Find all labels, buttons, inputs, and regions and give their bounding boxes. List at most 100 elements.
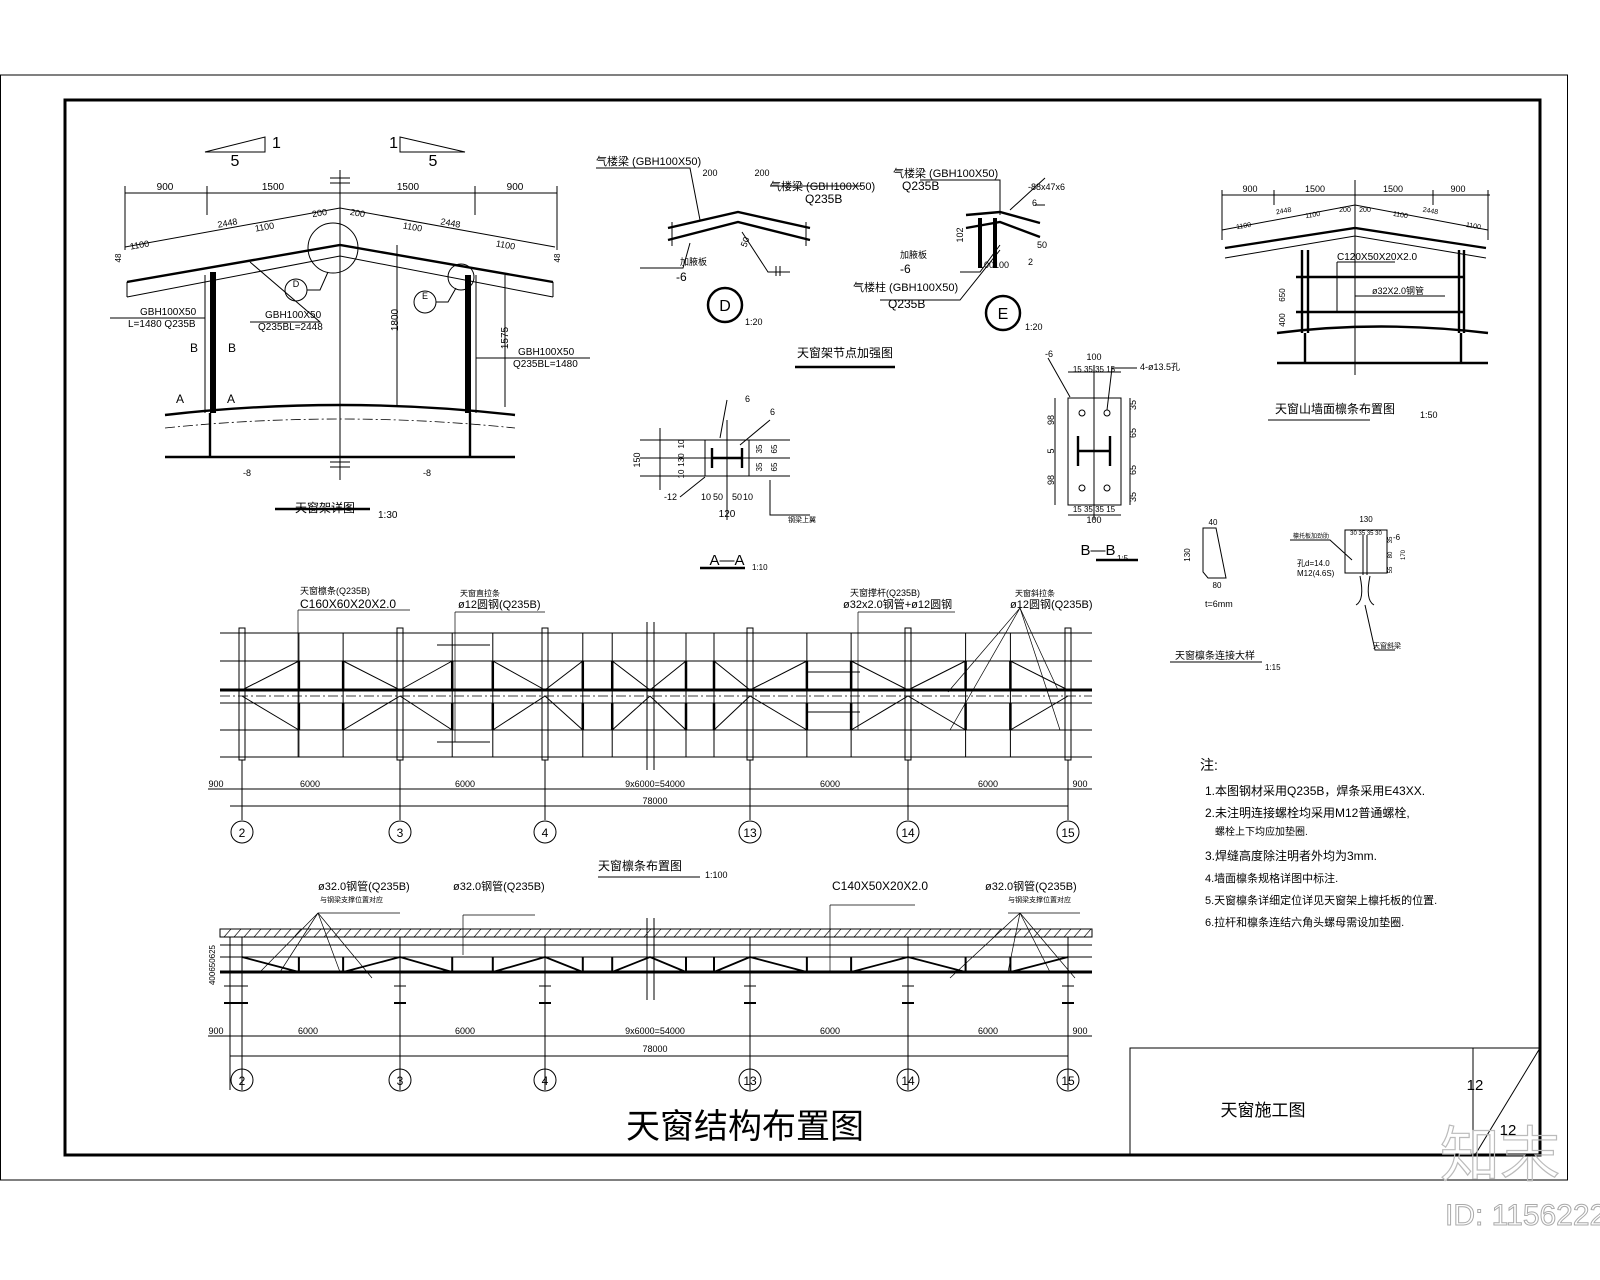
dim: 900 (1072, 1026, 1087, 1036)
hatch (953, 928, 962, 938)
note-item: 3.焊缝高度除注明者外均为3mm. (1205, 848, 1377, 863)
hatch (923, 928, 932, 938)
label: ø32X2.0钢管 (1372, 285, 1424, 296)
axis-number: 2 (239, 826, 246, 840)
label: ø32.0钢管(Q235B) (985, 879, 1077, 893)
dim: 9x6000=54000 (625, 1026, 685, 1036)
dim: 1100 (254, 220, 275, 233)
brace (649, 660, 687, 691)
hatch (1023, 928, 1032, 938)
dim: 2448 (217, 216, 238, 229)
brace (611, 956, 651, 973)
callout-e: E (422, 291, 428, 301)
axis-number: 3 (397, 826, 404, 840)
plate: -8 (243, 468, 251, 478)
axis-number: 3 (397, 1074, 404, 1088)
note-item: 2.未注明连接螺栓均采用M12普通螺栓, (1205, 805, 1410, 820)
label: 天窗直拉条 (460, 588, 500, 598)
dim: 78000 (642, 1044, 667, 1054)
brace (399, 660, 453, 691)
section-title: A—A (709, 552, 744, 569)
brace (850, 660, 909, 691)
gable-purlin-layout (1221, 180, 1490, 421)
callout-e (984, 294, 1022, 332)
brace (342, 695, 401, 731)
hatch (313, 928, 322, 938)
hatch (853, 928, 862, 938)
hatch (973, 928, 982, 938)
hatch (933, 928, 942, 938)
watermark-id: ID: 1156222210 (1445, 1199, 1600, 1232)
dim: 1100 (402, 220, 423, 233)
leader (1019, 607, 1061, 731)
hatch (773, 928, 782, 938)
dim: 1100 (1392, 211, 1408, 221)
label: 与钢梁支撑位置对应 (320, 895, 383, 904)
slope-triangle-right (399, 136, 466, 153)
leader (317, 912, 341, 973)
label: -88x47x6 (1028, 182, 1065, 192)
brace (241, 956, 300, 973)
label: 气楼梁 (GBH100X50) (770, 179, 875, 193)
dim: 9x6000=54000 (625, 779, 685, 789)
dim: 900 (208, 779, 223, 789)
hatch (223, 928, 232, 938)
scale: 1:15 (1265, 663, 1281, 672)
label: C160X60X20X2.0 (300, 597, 396, 611)
brace (611, 695, 651, 731)
hatch (443, 928, 452, 938)
hatch (1063, 928, 1072, 938)
dim: 200 (1339, 207, 1351, 214)
skylight-purlin-elevation (208, 904, 1093, 1092)
leader (259, 912, 319, 973)
leader (317, 912, 373, 979)
axis-bubble (896, 820, 920, 844)
brace (749, 956, 808, 973)
leader (949, 912, 1021, 979)
dim: 50 (713, 492, 723, 502)
brace (492, 956, 546, 973)
leader (1019, 912, 1076, 979)
hatch (833, 928, 842, 938)
dim: 200 (349, 207, 366, 219)
dim: 130 (1359, 515, 1373, 524)
dim: 5 (1046, 448, 1056, 453)
dim: 2448 (1275, 207, 1292, 217)
hatch (373, 928, 382, 938)
hatch (433, 928, 442, 938)
dim: 80 (1388, 551, 1394, 558)
leader (1019, 607, 1059, 691)
label: -6 (900, 262, 911, 276)
note-item: 4.墙面檩条规格详图中标注. (1205, 871, 1338, 885)
plate: -6 (1045, 349, 1053, 359)
label: t=6mm (1205, 599, 1233, 609)
hatch (423, 928, 432, 938)
hatch (1003, 928, 1012, 938)
hatch (503, 928, 512, 938)
dim-height: 1800 (390, 308, 401, 331)
hatch (573, 928, 582, 938)
brace (713, 660, 751, 691)
callout-e-letter: E (998, 306, 1009, 323)
label: 天窗斜拉条 (1015, 588, 1055, 598)
dim: 10 (677, 439, 686, 448)
axis-number: 15 (1061, 826, 1075, 840)
scale: 1:50 (1420, 410, 1438, 420)
label: 加腋板 (900, 249, 927, 260)
dim: 200 (702, 168, 717, 178)
dim: 65 (770, 462, 779, 471)
dim: 2448 (440, 216, 461, 229)
scale: 1:100 (705, 870, 728, 880)
dim: 650 (1278, 288, 1287, 302)
section-b-b (1047, 357, 1138, 562)
hatch (593, 928, 602, 938)
hatch (733, 928, 742, 938)
hatch (413, 928, 422, 938)
hatch (1083, 928, 1092, 938)
brace (342, 956, 401, 973)
label: 加腋板 (680, 256, 707, 267)
dim: 1100 (129, 238, 150, 251)
dim: 35 (755, 462, 764, 471)
hatch (983, 928, 992, 938)
dim: 98 (1046, 475, 1056, 485)
